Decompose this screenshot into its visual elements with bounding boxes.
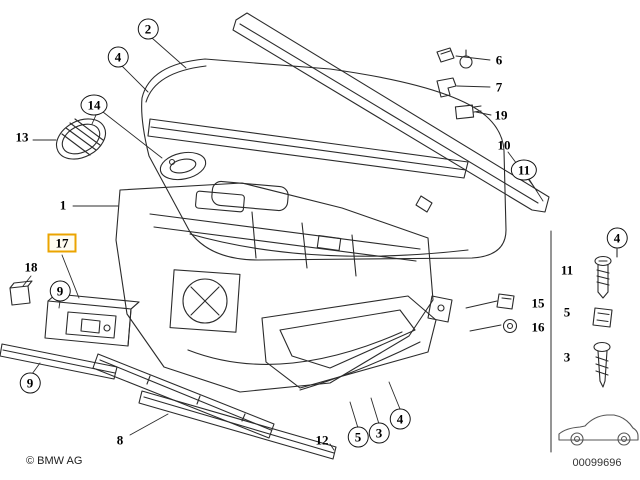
- door-trim-panel-part: [141, 58, 507, 261]
- sill-strip-8-part: [92, 353, 275, 439]
- decor-strip-part: [232, 12, 550, 213]
- speaker-grille-part: [55, 118, 107, 160]
- diagram-number: 00099696: [572, 457, 622, 469]
- door-edge-bracket-part: [427, 295, 453, 323]
- clip-part-15: [496, 293, 515, 310]
- screw-icon-11: [594, 255, 612, 299]
- clip-parts-6: [436, 47, 473, 69]
- sill-strip-12-part: [138, 390, 337, 460]
- grommet-part-16: [502, 318, 518, 334]
- copyright-text: © BMW AG: [26, 455, 83, 467]
- leader-lines: [22, 37, 544, 451]
- bracket-part-7: [436, 77, 457, 98]
- sensor-part-19: [454, 104, 482, 120]
- map-pocket-part: [261, 295, 437, 391]
- expansion-nut-icon-5: [592, 307, 613, 328]
- car-silhouette-icon: [558, 414, 639, 446]
- carrier-panel-part: [115, 182, 434, 393]
- left-strip-part: [0, 343, 118, 380]
- screw-icon-3: [593, 341, 611, 388]
- cover-cap-part: [9, 280, 33, 306]
- fastener-column: [550, 230, 618, 453]
